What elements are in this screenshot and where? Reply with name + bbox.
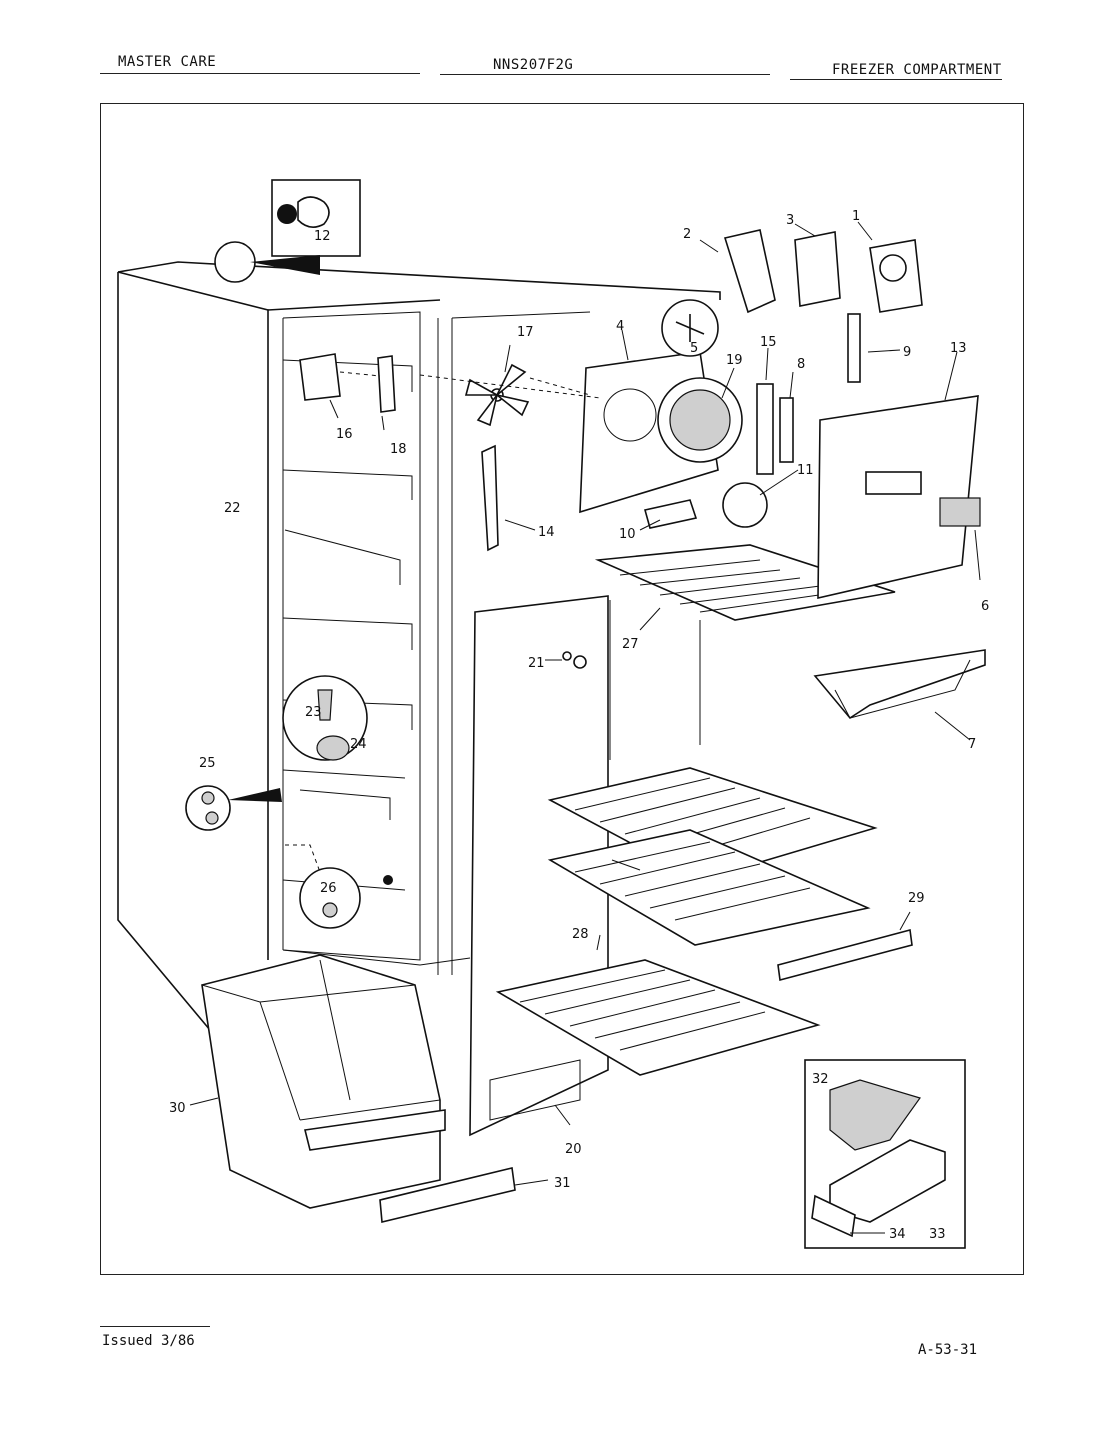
callout-22: 22 — [224, 501, 241, 516]
bracket-1 — [869, 239, 923, 313]
gasket-9 — [847, 313, 861, 383]
channel-15 — [756, 383, 774, 475]
callout-11: 11 — [797, 463, 814, 478]
callout-29: 29 — [908, 891, 925, 906]
callout-20: 20 — [565, 1142, 582, 1157]
header-center: NNS207F2G — [493, 57, 574, 73]
callout-31: 31 — [554, 1176, 571, 1191]
ice-bin-33 — [829, 1139, 946, 1223]
callout-24: 24 — [350, 737, 367, 752]
bin-front-34 — [811, 1194, 856, 1238]
fan-blade-17 — [464, 363, 530, 427]
callout-8: 8 — [797, 357, 805, 372]
callout-15: 15 — [760, 335, 777, 350]
callout-27: 27 — [622, 637, 639, 652]
callout-6: 6 — [981, 599, 989, 614]
freezer-shelf-28-middle — [547, 829, 871, 946]
callout-16: 16 — [336, 427, 353, 442]
callout-32: 32 — [812, 1072, 829, 1087]
detail-25 — [185, 785, 231, 831]
footer-issued: Issued 3/86 — [102, 1333, 195, 1349]
shelf-trim-29 — [777, 928, 913, 982]
callout-3: 3 — [786, 213, 794, 228]
detail-marker-icon — [277, 204, 297, 224]
callout-7: 7 — [968, 737, 976, 752]
bracket-3 — [794, 231, 841, 307]
light-bulb-11 — [722, 482, 768, 528]
thermostat-16 — [299, 353, 341, 401]
freezer-shelf-27 — [594, 544, 896, 621]
callout-34: 34 — [889, 1227, 906, 1242]
callout-2: 2 — [683, 227, 691, 242]
callout-4: 4 — [616, 319, 624, 334]
refrigerator-cabinet — [117, 261, 721, 1031]
detail-26 — [299, 867, 361, 929]
control-knob-12 — [297, 196, 330, 228]
callout-1: 1 — [852, 209, 860, 224]
footer-rule — [100, 1326, 210, 1327]
callout-33: 33 — [929, 1227, 946, 1242]
inset-box-32-34 — [804, 1059, 966, 1249]
footer-page-code: A-53-31 — [918, 1342, 978, 1358]
bracket-14 — [481, 444, 499, 552]
fan-bracket-4 — [579, 351, 743, 514]
switch-18 — [377, 355, 396, 413]
header-rule-center — [440, 74, 770, 75]
callout-18: 18 — [390, 442, 407, 457]
header-rule-right — [790, 79, 1002, 80]
callout-25: 25 — [199, 756, 216, 771]
bracket-2 — [723, 229, 776, 314]
storage-basket-7 — [813, 649, 986, 720]
freezer-shelf-28-lower — [495, 959, 821, 1076]
callout-30: 30 — [169, 1101, 186, 1116]
header-right: FREEZER COMPARTMENT — [832, 62, 1002, 78]
header-left: MASTER CARE — [118, 54, 217, 70]
callout-14: 14 — [538, 525, 555, 540]
callout-26: 26 — [320, 881, 337, 896]
callout-10: 10 — [619, 527, 636, 542]
shelf-rail-31 — [379, 1167, 516, 1223]
detail-22 — [214, 241, 256, 283]
callout-19: 19 — [726, 353, 743, 368]
callout-13: 13 — [950, 341, 967, 356]
callout-23: 23 — [305, 705, 322, 720]
callout-5: 5 — [690, 341, 698, 356]
callout-21: 21 — [528, 656, 545, 671]
diagram-frame — [100, 103, 1024, 1275]
callout-12: 12 — [314, 229, 331, 244]
callout-28: 28 — [572, 927, 589, 942]
header-rule-left — [100, 73, 420, 74]
ice-tray-32 — [829, 1079, 921, 1151]
evaporator-cover-13 — [817, 395, 981, 600]
channel-8 — [779, 397, 794, 463]
ice-bucket-30 — [201, 954, 446, 1209]
callout-17: 17 — [517, 325, 534, 340]
callout-9: 9 — [903, 345, 911, 360]
